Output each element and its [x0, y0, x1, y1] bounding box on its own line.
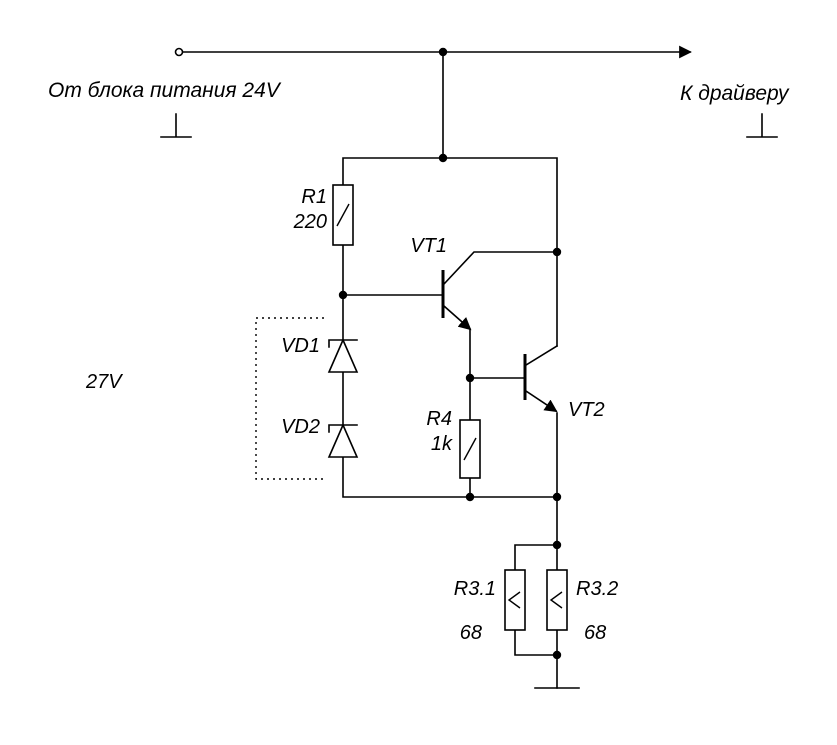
junction-dots	[338, 47, 562, 660]
vt2-collector	[524, 344, 559, 367]
resistor-r3-2-body	[546, 569, 568, 631]
label-r4-value: 1k	[431, 433, 453, 455]
ground-symbol-right	[746, 113, 778, 138]
label-r1-designator: R1	[301, 186, 327, 208]
transistor-vt1	[441, 251, 558, 331]
power-rail	[174, 45, 692, 59]
resistor-r1-power-mark	[336, 203, 350, 227]
ground-symbol-left	[160, 113, 192, 138]
label-r1-value: 220	[293, 211, 327, 233]
transistor-vt2	[523, 344, 559, 413]
resistor-r3-1-body	[504, 569, 526, 631]
vt1-emitter	[442, 304, 472, 331]
resistor-r4-power-mark	[463, 437, 477, 461]
supply-terminal-circle	[174, 47, 184, 57]
resistor-r3-1	[504, 569, 526, 631]
vt1-collector	[442, 251, 558, 286]
label-r3-2-designator: R3.2	[576, 578, 618, 600]
vt2-emitter	[524, 389, 558, 413]
label-r3-2-value: 68	[584, 622, 606, 644]
label-vd1: VD1	[281, 335, 320, 357]
label-vt1: VT1	[410, 235, 447, 257]
wire-network	[342, 51, 558, 689]
label-vd2: VD2	[281, 416, 320, 438]
label-driver: К драйверу	[680, 82, 790, 105]
label-vt2: VT2	[568, 399, 605, 421]
label-r3-1-designator: R3.1	[454, 578, 496, 600]
zener-vd2	[327, 423, 359, 458]
resistor-r1	[332, 184, 354, 246]
label-supply: От блока питания 24V	[48, 79, 282, 102]
resistor-r4	[459, 419, 481, 479]
label-r4-designator: R4	[426, 408, 452, 430]
resistor-r3-2	[546, 569, 568, 631]
resistor-r3-1-power-mark	[507, 591, 521, 609]
label-r3-1-value: 68	[460, 622, 482, 644]
resistor-r3-2-power-mark	[549, 591, 563, 609]
label-zener-voltage: 27V	[85, 371, 123, 393]
zener-vd1	[327, 338, 359, 373]
